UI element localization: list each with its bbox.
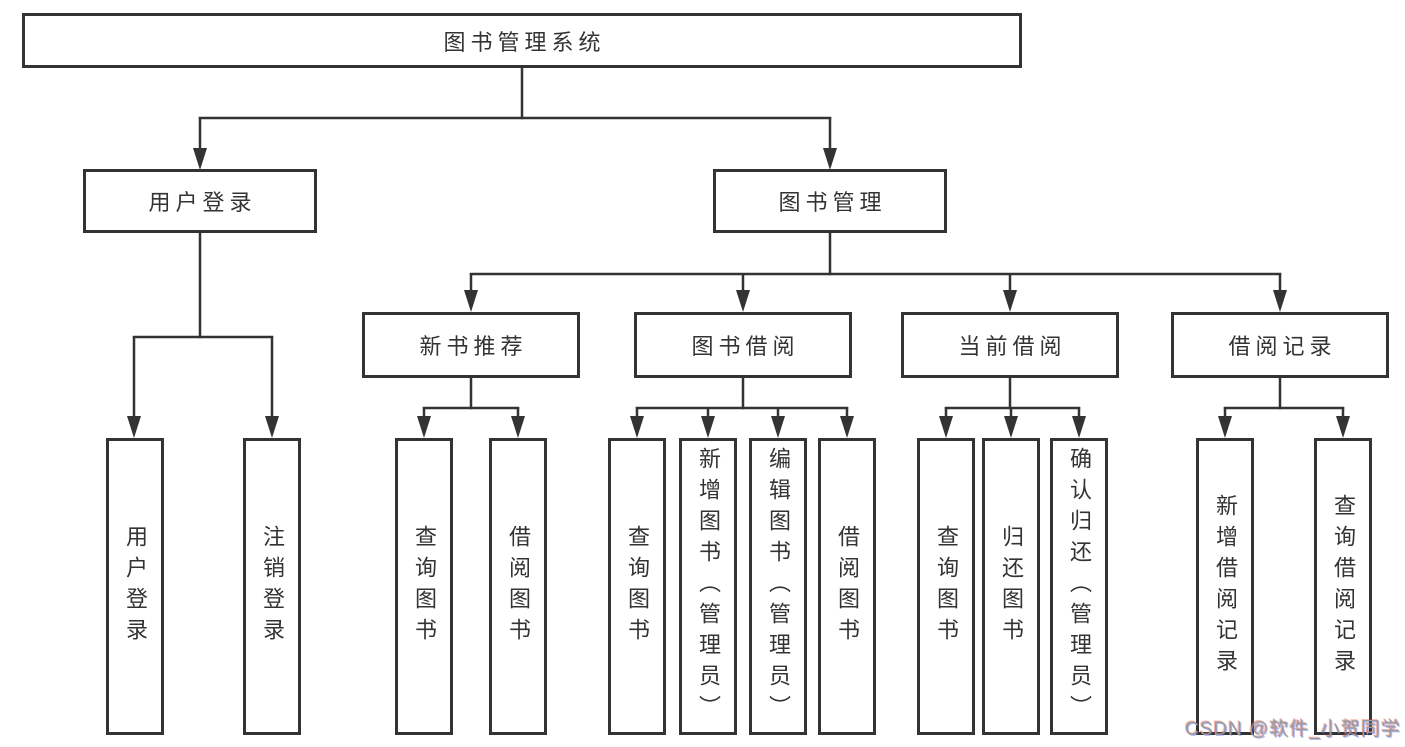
leaf-query-books-borrowing-label: 查询图书 <box>625 524 650 649</box>
leaf-user-login: 用户登录 <box>106 438 164 735</box>
leaf-query-books-current: 查询图书 <box>917 438 975 735</box>
node-current-borrowing: 当前借阅 <box>901 312 1119 378</box>
node-book-management-label: 图书管理 <box>778 190 887 215</box>
node-current-borrowing-label: 当前借阅 <box>958 334 1067 359</box>
leaf-add-borrow-record: 新增借阅记录 <box>1196 438 1254 735</box>
leaf-borrow-books-label: 借阅图书 <box>835 524 860 649</box>
leaf-return-books-label: 归还图书 <box>999 524 1024 649</box>
node-user-login: 用户登录 <box>83 169 317 233</box>
leaf-logout: 注销登录 <box>243 438 301 735</box>
leaf-add-borrow-record-label: 新增借阅记录 <box>1213 493 1238 680</box>
leaf-edit-books-admin: 编辑图书（管理员） <box>749 438 807 735</box>
leaf-borrow-books: 借阅图书 <box>818 438 876 735</box>
leaf-add-books-admin: 新增图书（管理员） <box>679 438 737 735</box>
node-user-login-label: 用户登录 <box>148 190 257 215</box>
leaf-query-books-current-label: 查询图书 <box>934 524 959 649</box>
leaf-user-login-label: 用户登录 <box>123 524 148 649</box>
node-new-book-recommend: 新书推荐 <box>362 312 580 378</box>
node-book-borrowing: 图书借阅 <box>634 312 852 378</box>
node-book-borrowing-label: 图书借阅 <box>691 334 800 359</box>
leaf-query-borrow-record: 查询借阅记录 <box>1314 438 1372 735</box>
node-borrowing-records: 借阅记录 <box>1171 312 1389 378</box>
leaf-query-books-recommend: 查询图书 <box>395 438 453 735</box>
csdn-watermark: CSDN @软件_小贺同学 <box>1185 719 1401 740</box>
arrowheads <box>127 148 1350 438</box>
node-book-management: 图书管理 <box>713 169 947 233</box>
leaf-return-books: 归还图书 <box>982 438 1040 735</box>
node-borrowing-records-label: 借阅记录 <box>1228 334 1337 359</box>
leaf-query-books-recommend-label: 查询图书 <box>412 524 437 649</box>
leaf-borrow-books-recommend: 借阅图书 <box>489 438 547 735</box>
node-new-book-recommend-label: 新书推荐 <box>419 334 528 359</box>
leaf-add-books-admin-label: 新增图书（管理员） <box>696 447 721 726</box>
leaf-confirm-return-admin: 确认归还（管理员） <box>1050 438 1108 735</box>
leaf-logout-label: 注销登录 <box>260 524 285 649</box>
node-root-system: 图书管理系统 <box>22 13 1022 68</box>
leaf-query-books-borrowing: 查询图书 <box>608 438 666 735</box>
leaf-confirm-return-admin-label: 确认归还（管理员） <box>1067 447 1092 726</box>
node-root-label: 图书管理系统 <box>443 29 606 55</box>
leaf-borrow-books-recommend-label: 借阅图书 <box>506 524 531 649</box>
leaf-query-borrow-record-label: 查询借阅记录 <box>1331 493 1356 680</box>
leaf-edit-books-admin-label: 编辑图书（管理员） <box>766 447 791 726</box>
